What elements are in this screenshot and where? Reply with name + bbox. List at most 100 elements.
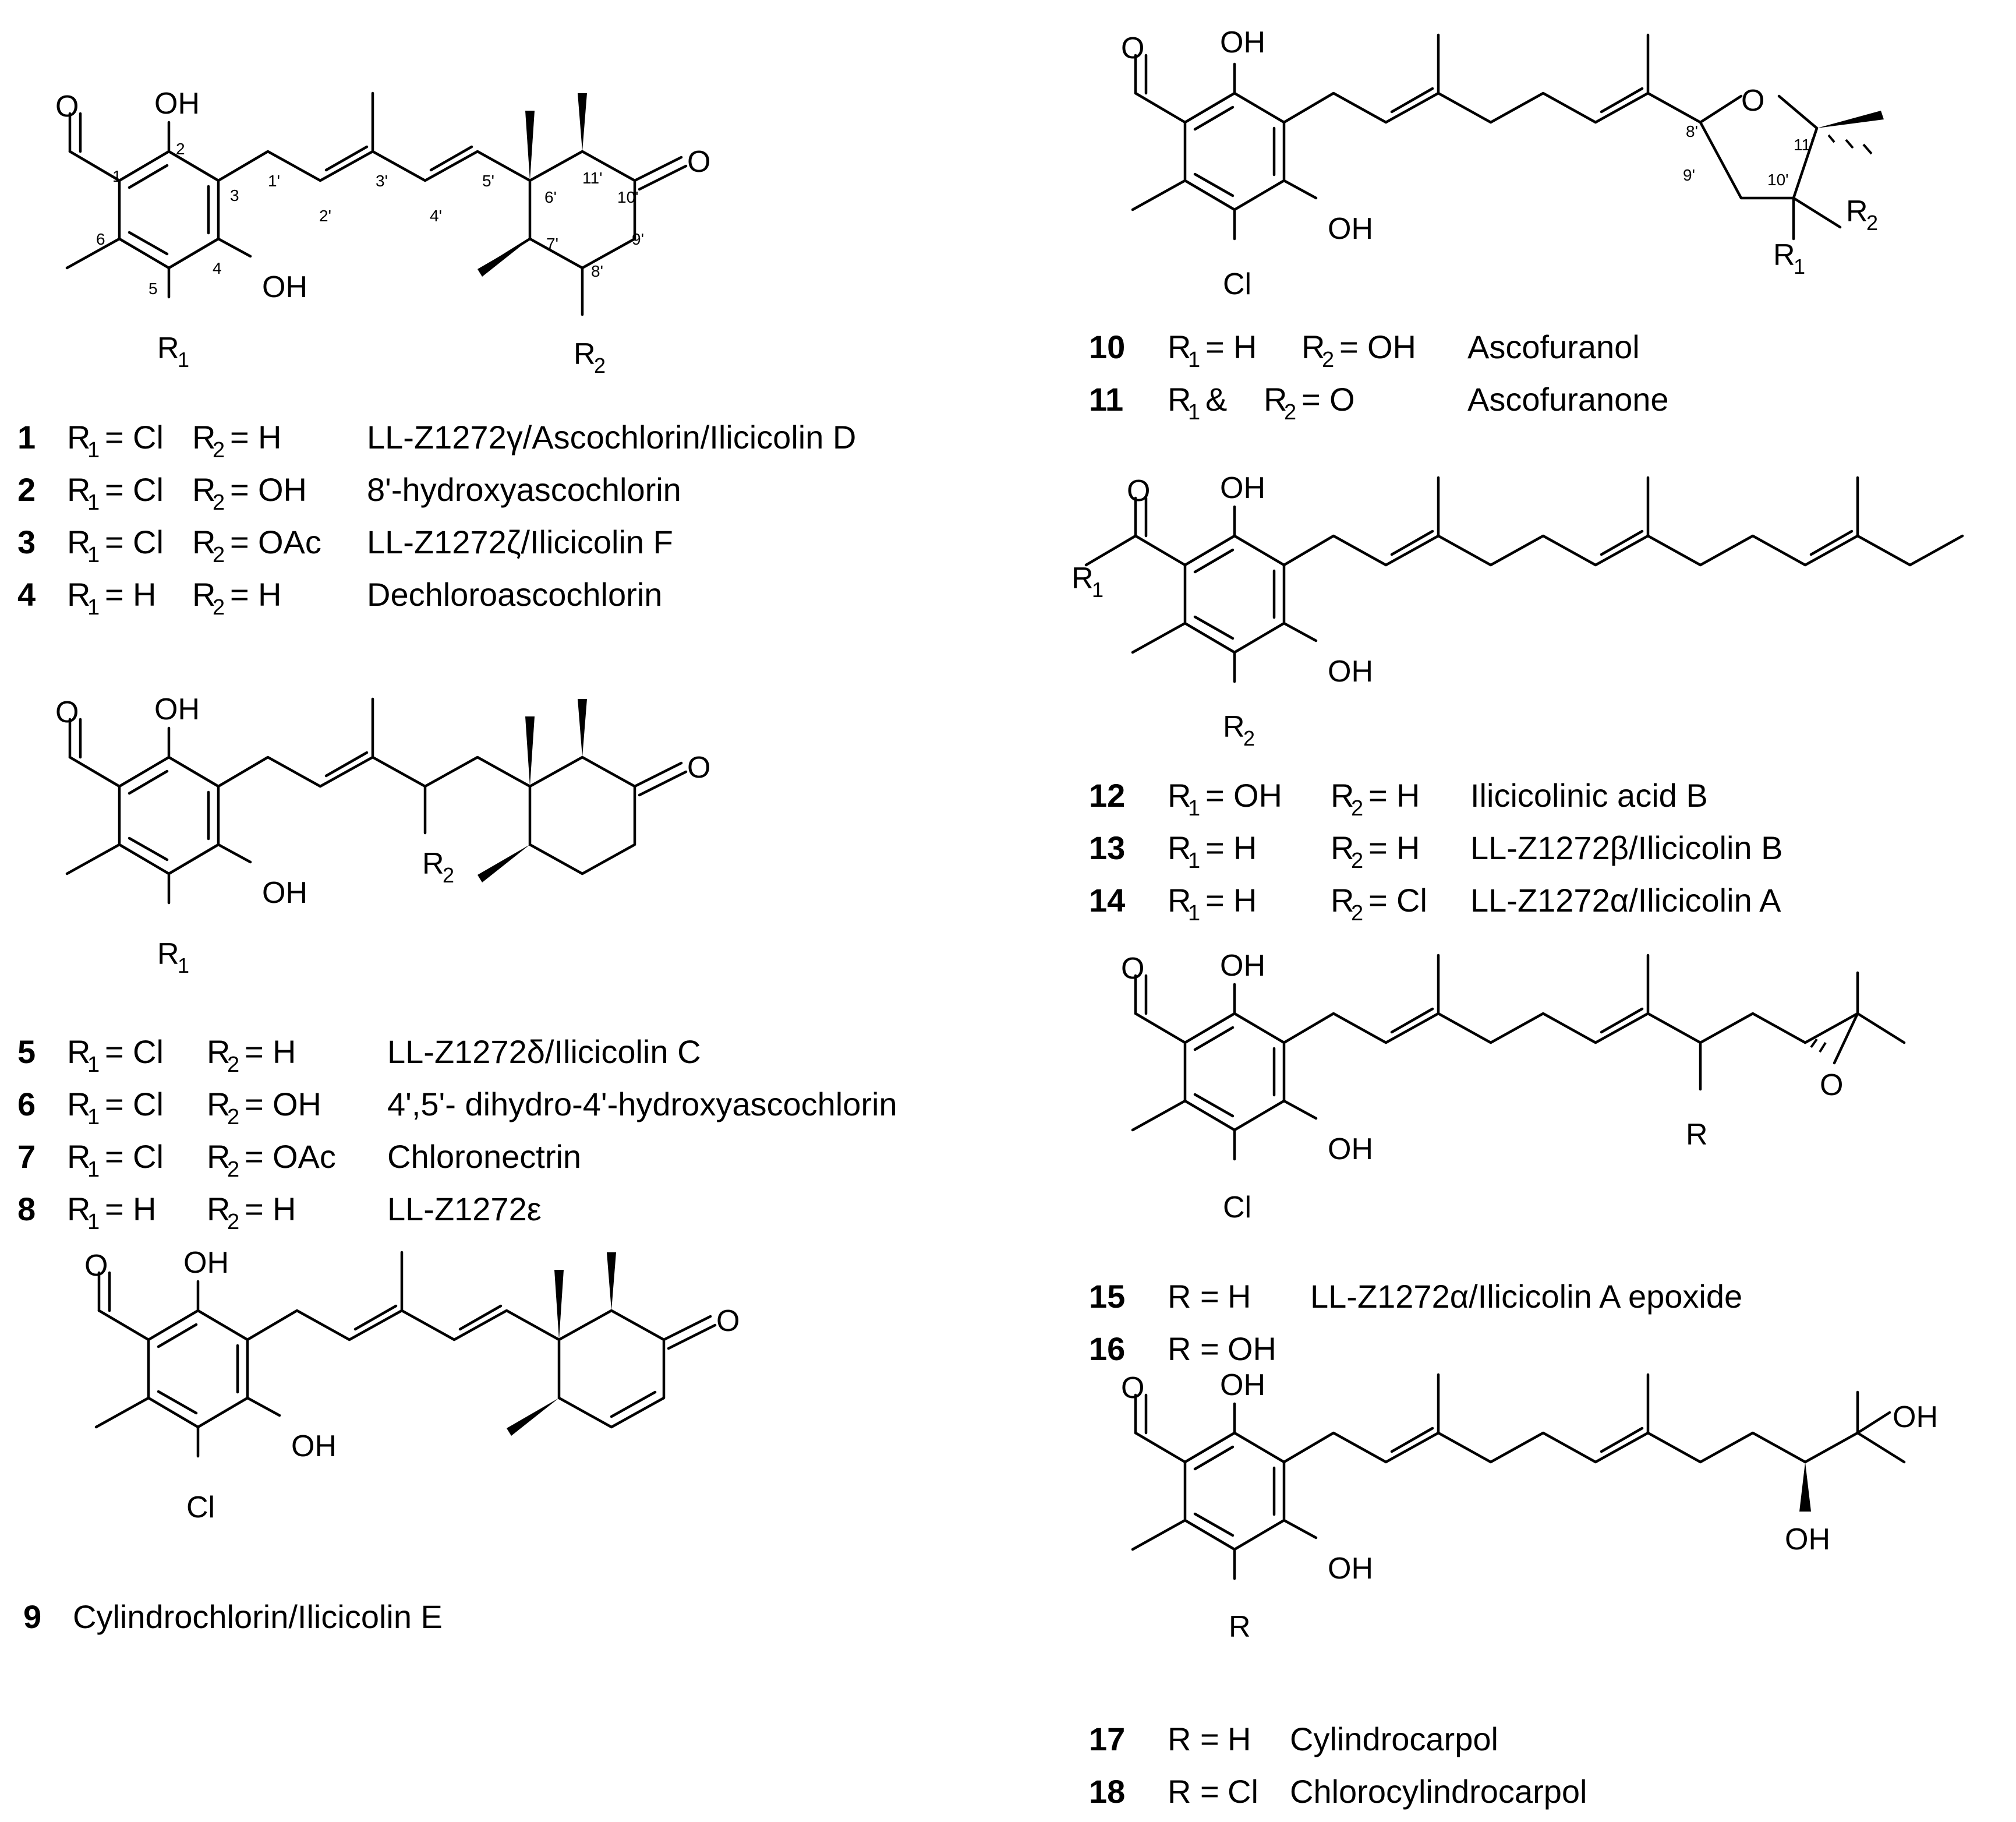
svg-text:2: 2 xyxy=(227,1053,239,1077)
svg-text:=: = xyxy=(1205,829,1225,866)
svg-text:R: R xyxy=(1331,882,1354,919)
svg-text:R: R xyxy=(1773,238,1795,272)
svg-text:H: H xyxy=(133,1191,156,1227)
svg-text:H: H xyxy=(258,576,281,613)
svg-text:2: 2 xyxy=(213,595,225,620)
svg-text:OH: OH xyxy=(183,1246,229,1280)
svg-text:O: O xyxy=(1121,952,1144,986)
svg-text:H: H xyxy=(273,1033,296,1070)
legend-18: 18 R =Cl Chlorocylindrocarpol xyxy=(1089,1773,1587,1810)
svg-text:R =: R = xyxy=(1168,1721,1219,1757)
svg-text:1: 1 xyxy=(87,543,100,567)
svg-text:OAc: OAc xyxy=(273,1138,336,1175)
svg-text:OH: OH xyxy=(1328,1132,1373,1166)
svg-text:R: R xyxy=(1168,777,1191,814)
svg-text:Cl: Cl xyxy=(1228,1773,1258,1810)
svg-text:OH: OH xyxy=(1233,777,1282,814)
svg-text:9': 9' xyxy=(1683,166,1695,184)
svg-text:=: = xyxy=(105,576,124,613)
svg-text:1: 1 xyxy=(87,438,100,462)
svg-text:R: R xyxy=(207,1191,230,1227)
svg-text:Ilicicolinic acid B: Ilicicolinic acid B xyxy=(1470,777,1708,814)
svg-text:R: R xyxy=(574,337,596,371)
legend-6: 6 R1 =Cl R2 =OH 4',5'- dihydro-4'-hydrox… xyxy=(17,1086,897,1129)
svg-text:R: R xyxy=(1168,882,1191,919)
svg-text:Cl: Cl xyxy=(133,471,164,508)
svg-text:6': 6' xyxy=(544,188,557,206)
svg-text:R: R xyxy=(67,1138,90,1175)
svg-text:&: & xyxy=(1205,381,1227,418)
svg-text:Chlorocylindrocarpol: Chlorocylindrocarpol xyxy=(1290,1773,1587,1810)
legend-1: 1 R1 =Cl R2 =H LL-Z1272γ/Ascochlorin/Ili… xyxy=(17,419,856,462)
svg-text:5: 5 xyxy=(148,280,158,298)
svg-text:Cl: Cl xyxy=(133,1086,164,1122)
svg-text:LL-Z1272γ/Ascochlorin/Ilicicol: LL-Z1272γ/Ascochlorin/Ilicicolin D xyxy=(367,419,856,455)
svg-text:=: = xyxy=(1368,777,1388,814)
svg-text:R: R xyxy=(1686,1118,1708,1152)
labels-9: O OH OH Cl O xyxy=(84,1246,740,1524)
svg-text:1: 1 xyxy=(1188,400,1200,425)
svg-text:1: 1 xyxy=(1794,255,1805,278)
svg-text:R: R xyxy=(192,576,215,613)
svg-text:R: R xyxy=(1301,329,1325,365)
labels-1-4: O OH OH R1 R2 O 1 2 3 4 5 6 1' 2' 3' 4' … xyxy=(55,87,710,377)
svg-text:R =: R = xyxy=(1168,1278,1219,1315)
svg-text:H: H xyxy=(133,576,156,613)
legend-14: 14 R1 =H R2 =Cl LL-Z1272α/Ilicicolin A xyxy=(1089,882,1781,926)
svg-text:1: 1 xyxy=(1188,849,1200,873)
svg-text:OH: OH xyxy=(1220,26,1265,59)
svg-text:2: 2 xyxy=(1351,901,1363,926)
svg-text:1: 1 xyxy=(87,1053,100,1077)
svg-text:O: O xyxy=(1121,1371,1144,1405)
svg-text:=: = xyxy=(245,1138,264,1175)
svg-text:Cl: Cl xyxy=(1396,882,1427,919)
svg-text:=: = xyxy=(1301,381,1321,418)
legend-8: 8 R1 =H R2 =H LL-Z1272ε xyxy=(17,1191,542,1234)
svg-text:=: = xyxy=(230,524,249,560)
svg-text:11': 11' xyxy=(582,169,602,187)
svg-text:=: = xyxy=(1205,777,1225,814)
svg-text:OH: OH xyxy=(1785,1523,1830,1556)
svg-text:2: 2 xyxy=(227,1157,239,1182)
svg-text:LL-Z1272ε: LL-Z1272ε xyxy=(387,1191,542,1227)
svg-text:=: = xyxy=(105,471,124,508)
svg-text:H: H xyxy=(1233,829,1257,866)
svg-text:Cl: Cl xyxy=(133,1033,164,1070)
svg-text:OH: OH xyxy=(262,876,307,910)
svg-text:LL-Z1272δ/Ilicicolin C: LL-Z1272δ/Ilicicolin C xyxy=(387,1033,701,1070)
svg-text:O: O xyxy=(84,1249,108,1283)
svg-text:16: 16 xyxy=(1089,1330,1125,1367)
svg-text:=: = xyxy=(105,1033,124,1070)
legend-15: 15 R =H LL-Z1272α/Ilicicolin A epoxide xyxy=(1089,1278,1742,1315)
svg-text:Cylindrochlorin/Ilicicolin E: Cylindrochlorin/Ilicicolin E xyxy=(73,1598,443,1635)
svg-text:=: = xyxy=(1205,882,1225,919)
svg-text:2: 2 xyxy=(443,863,454,887)
svg-text:R: R xyxy=(207,1086,230,1122)
svg-text:Cl: Cl xyxy=(1223,267,1251,301)
svg-text:R: R xyxy=(67,1033,90,1070)
svg-text:H: H xyxy=(1233,882,1257,919)
svg-text:8'-hydroxyascochlorin: 8'-hydroxyascochlorin xyxy=(367,471,681,508)
structure-15-16 xyxy=(1133,954,1906,1159)
legend-7: 7 R1 =Cl R2 =OAc Chloronectrin xyxy=(17,1138,581,1182)
svg-text:11': 11' xyxy=(1794,136,1813,154)
svg-text:R: R xyxy=(207,1138,230,1175)
svg-text:3': 3' xyxy=(376,172,388,190)
svg-text:OH: OH xyxy=(154,693,200,726)
svg-text:OH: OH xyxy=(262,270,307,304)
svg-text:O: O xyxy=(55,90,79,123)
svg-text:2: 2 xyxy=(1284,400,1296,425)
svg-text:9: 9 xyxy=(23,1598,41,1635)
svg-text:H: H xyxy=(1228,1278,1251,1315)
svg-text:14: 14 xyxy=(1089,882,1125,919)
svg-text:R: R xyxy=(192,471,215,508)
legend-12: 12 R1 =OH R2 =H Ilicicolinic acid B xyxy=(1089,777,1708,821)
structure-1-4 xyxy=(67,91,688,316)
svg-text:2: 2 xyxy=(17,471,36,508)
svg-text:=: = xyxy=(105,524,124,560)
svg-text:R: R xyxy=(67,471,90,508)
svg-text:OH: OH xyxy=(1228,1330,1276,1367)
svg-text:O: O xyxy=(55,695,79,729)
svg-text:R: R xyxy=(207,1033,230,1070)
